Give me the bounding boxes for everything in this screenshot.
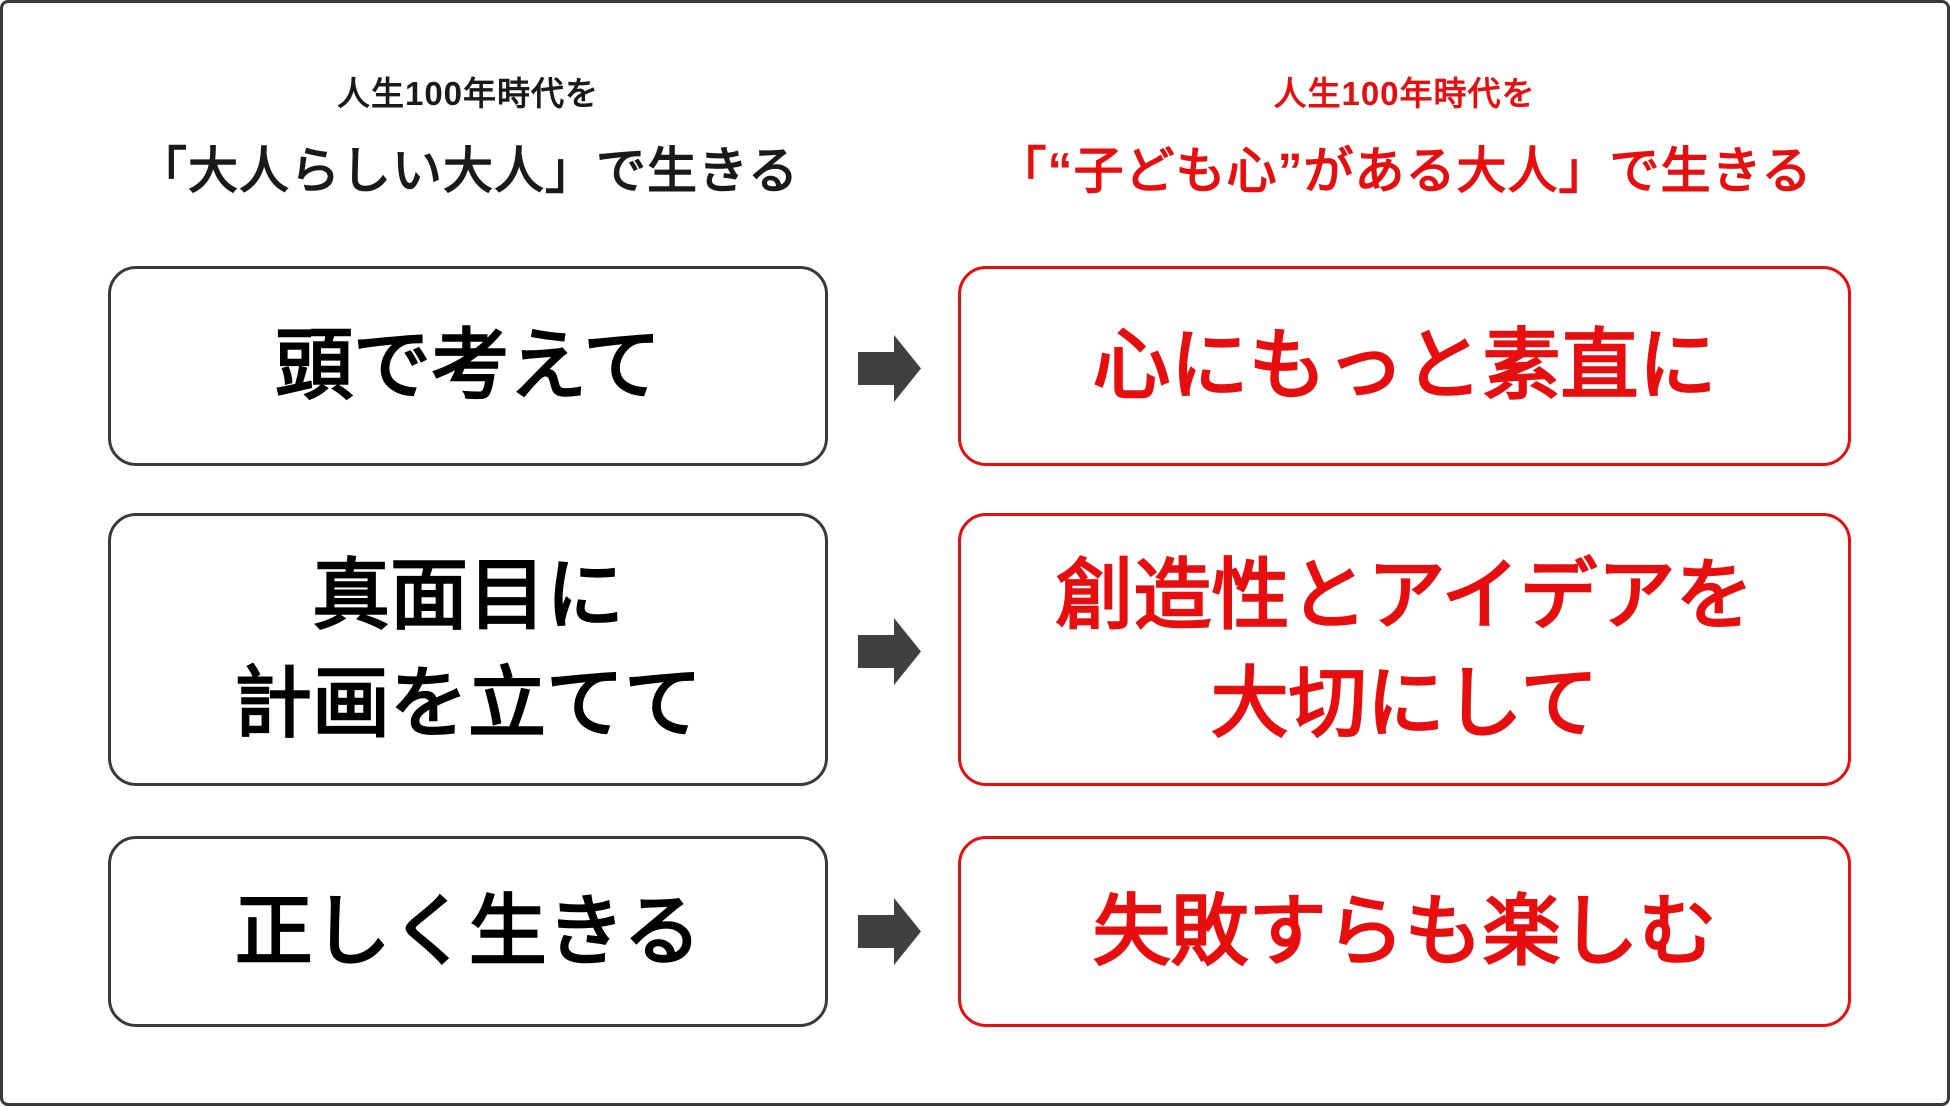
right-header-line1: 人生100年時代を bbox=[1273, 75, 1536, 112]
right-box-enjoy-failure: 失敗すらも楽しむ bbox=[958, 836, 1851, 1027]
left-box-live-correctly: 正しく生きる bbox=[108, 836, 828, 1027]
right-header-line2: 「“子ども心”がある大人」で生きる bbox=[996, 143, 1813, 199]
left-header-line2: 「大人らしい大人」で生きる bbox=[137, 143, 799, 199]
left-header-line1: 人生100年時代を bbox=[336, 75, 600, 112]
arrow-right-icon bbox=[858, 898, 921, 965]
arrow-right-icon bbox=[858, 618, 921, 685]
left-box-3-line: 正しく生きる bbox=[234, 886, 702, 975]
right-column-header: 人生100年時代を 「“子ども心”がある大人」で生きる bbox=[958, 67, 1851, 203]
left-column-header: 人生100年時代を 「大人らしい大人」で生きる bbox=[108, 67, 828, 203]
right-box-2-line2: 大切にして bbox=[1210, 658, 1599, 747]
right-box-honest-to-heart: 心にもっと素直に bbox=[958, 266, 1851, 466]
left-box-think-with-head: 頭で考えて bbox=[108, 266, 828, 466]
left-box-2-line1: 真面目に bbox=[311, 550, 624, 639]
left-box-2-line2: 計画を立てて bbox=[233, 658, 702, 747]
left-box-1-line: 頭で考えて bbox=[274, 321, 662, 410]
right-box-2-line1: 創造性とアイデアを bbox=[1055, 550, 1754, 639]
arrow-right-icon bbox=[858, 335, 921, 402]
right-box-3-line: 失敗すらも楽しむ bbox=[1092, 886, 1717, 975]
right-box-1-line: 心にもっと素直に bbox=[1092, 321, 1717, 410]
left-box-plan-seriously: 真面目に 計画を立てて bbox=[108, 513, 828, 786]
right-box-value-creativity: 創造性とアイデアを 大切にして bbox=[958, 513, 1851, 786]
